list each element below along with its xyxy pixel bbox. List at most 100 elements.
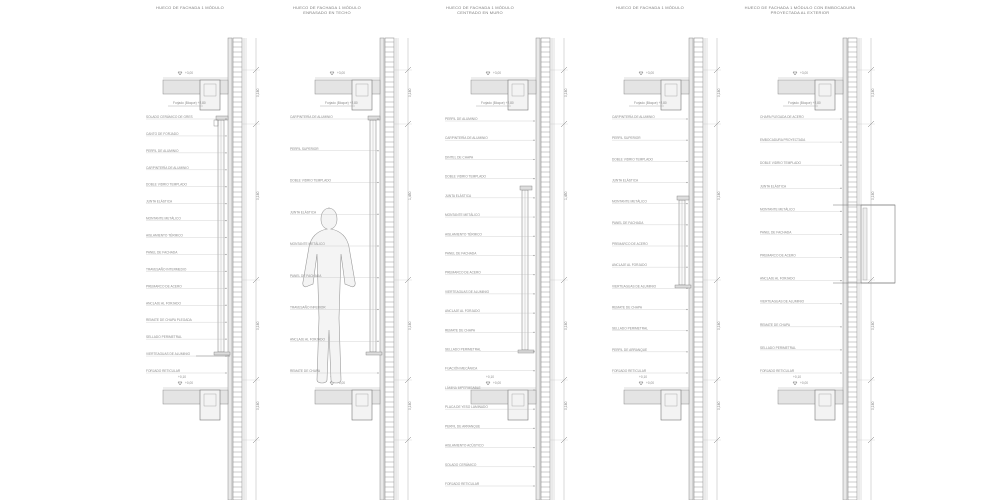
leader-dot — [686, 372, 688, 374]
material-label: DOBLE VIDRIO TEMPLADO — [445, 175, 487, 179]
material-label: SOLADO CERÁMICO DE GRES — [146, 115, 193, 119]
material-label: FORJADO RETICULAR — [445, 482, 480, 486]
material-label: PANEL DE FACHADA — [760, 230, 792, 234]
level-marker-icon — [177, 71, 183, 76]
material-label: PANEL DE FACHADA — [612, 221, 644, 225]
material-label: JUNTA ELÁSTICA — [612, 179, 639, 183]
material-label: MONTANTE METÁLICO — [445, 213, 480, 217]
sill-profile — [213, 351, 231, 356]
material-label: DOBLE VIDRIO TEMPLADO — [612, 157, 654, 161]
wall-inner-leaf — [842, 37, 848, 500]
wall-inner-leaf — [688, 37, 694, 500]
edge-beam — [351, 79, 373, 111]
section-panel-5: HUECO DE FACHADA 1 MÓDULO CON EMBOCADURA… — [745, 5, 896, 500]
wall-inner-leaf — [535, 37, 541, 500]
level-label: +3,00 — [337, 71, 345, 75]
dimension-label: 0,160 — [564, 401, 568, 410]
leader-dot — [377, 245, 379, 247]
leader-dot — [225, 338, 227, 340]
edge-beam — [199, 389, 221, 421]
leader-dot — [377, 213, 379, 215]
brick-leaf — [847, 37, 858, 500]
material-label: MONTANTE METÁLICO — [146, 217, 181, 221]
material-label: CHAPA PLEGADA DE ACERO — [760, 115, 804, 119]
material-label: JUNTA ELÁSTICA — [146, 200, 173, 204]
leader-dot — [840, 349, 842, 351]
material-label: REMATE DE CHAPA — [760, 323, 791, 327]
material-label: DINTEL DE CHAPA — [445, 155, 474, 159]
leader-dot — [686, 308, 688, 311]
beam-section — [664, 393, 678, 407]
leader-dot — [686, 203, 688, 205]
leader-dot — [533, 427, 535, 429]
leader-dot — [840, 233, 842, 236]
leader-dot — [533, 178, 535, 180]
level-marker-icon — [792, 381, 798, 386]
panel-title: HUECO DE FACHADA 1 MÓDULO — [293, 5, 361, 10]
leader-dot — [533, 254, 535, 257]
material-label: PERFIL DE ARRANQUE — [612, 348, 647, 352]
sill-profile — [674, 284, 692, 289]
level-marker-icon — [638, 71, 644, 76]
material-label: PREMARCO DE ACERO — [612, 242, 648, 246]
level-label: +3,00 — [185, 71, 193, 75]
edge-beam — [814, 389, 836, 421]
level-marker-icon — [485, 381, 491, 386]
level-label: +0,10 — [639, 375, 647, 379]
brick-leaf — [693, 37, 704, 500]
leader-dot — [533, 466, 535, 468]
material-label: DOBLE VIDRIO TEMPLADO — [760, 161, 802, 165]
leader-dot — [533, 274, 535, 276]
leader-dot — [686, 160, 688, 162]
dimension-label: 0,160 — [717, 401, 721, 410]
leader-dot — [686, 351, 688, 353]
material-label: SELLADO PERIMETRAL — [146, 335, 182, 339]
material-label: PANEL DE FACHADA — [290, 274, 322, 278]
material-label: PREMARCO DE ACERO — [146, 284, 182, 288]
edge-beam — [507, 389, 529, 421]
material-label: ANCLAJE AL FORJADO — [146, 301, 181, 305]
dimension-label: 0,160 — [871, 401, 875, 410]
leader-dot — [840, 280, 842, 282]
panel-title: HUECO DE FACHADA 1 MÓDULO — [156, 5, 224, 10]
leader-dot — [840, 372, 842, 374]
leader-dot — [225, 152, 227, 154]
material-label: SOLADO CERÁMICO — [445, 463, 477, 467]
edge-beam — [660, 79, 682, 111]
dimension-label: 0,160 — [256, 321, 260, 330]
leader-dot — [533, 139, 535, 141]
material-label: FORJADO RETICULAR — [760, 369, 795, 373]
level-label: +0,10 — [178, 375, 186, 379]
level-marker-icon — [485, 71, 491, 76]
dimension-label: 0,160 — [564, 321, 568, 330]
panel-title: PROYECTADA AL EXTERIOR — [771, 10, 830, 15]
leader-dot — [686, 139, 688, 141]
frame-cap — [213, 119, 219, 127]
leader-dot — [533, 350, 535, 353]
leader-dot — [225, 186, 227, 188]
material-label: VIERTEAGUAS DE ALUMINIO — [445, 290, 490, 294]
material-label: ANCLAJE AL FORJADO — [760, 277, 795, 281]
leader-dot — [840, 256, 842, 259]
leader-dot — [225, 287, 227, 289]
leader-dot — [225, 270, 227, 272]
leader-dot — [377, 150, 379, 152]
dimension-label: 0,160 — [256, 191, 260, 200]
panel-title: ENRASADO EN TECHO — [303, 10, 351, 15]
leader-dot — [840, 187, 842, 189]
leader-dot — [686, 224, 688, 226]
material-label: EMBOCADURA PROYECTADA — [760, 138, 806, 142]
leader-dot — [840, 164, 842, 166]
beam-section — [355, 393, 369, 407]
leader-dot — [377, 340, 379, 342]
material-label: PREMARCO DE ACERO — [760, 254, 796, 258]
beam-section — [818, 83, 832, 97]
edge-beam — [660, 389, 682, 421]
leader-dot — [533, 485, 535, 487]
material-label: SELLADO PERIMETRAL — [760, 346, 796, 350]
dimension-label: 0,160 — [717, 191, 721, 200]
material-label: LÁMINA IMPERMEABLE — [445, 386, 481, 390]
material-label: PANEL DE FACHADA — [445, 251, 477, 255]
